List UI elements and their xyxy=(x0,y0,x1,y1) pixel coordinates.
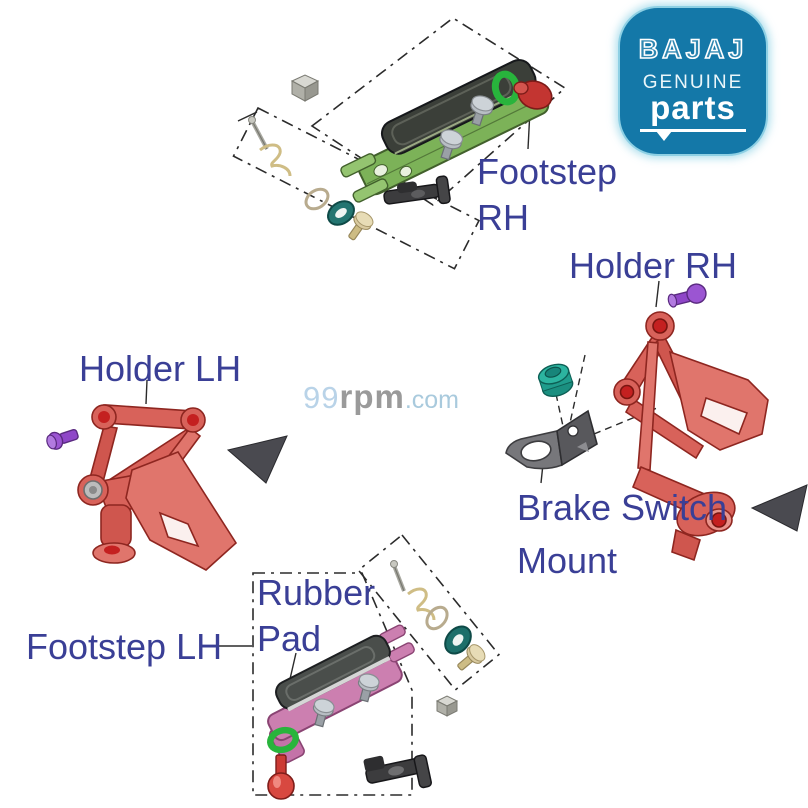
label-line: Footstep xyxy=(477,151,618,192)
label-line: Mount xyxy=(517,540,618,581)
gray-bolt xyxy=(439,129,464,161)
teal-oring xyxy=(327,200,355,226)
black-clip-top xyxy=(383,175,451,205)
footstep-rh-box xyxy=(310,17,567,207)
holder-rh-part xyxy=(613,311,769,562)
label-line: Brake Switch xyxy=(517,487,728,528)
green-oring-lh xyxy=(267,726,299,754)
logo-brand-text: BAJAJ xyxy=(638,33,748,65)
arrow-right-pointer xyxy=(750,484,808,532)
logo-arrow-icon xyxy=(656,130,672,141)
kit-parts-top-left xyxy=(248,116,374,241)
label-line: Holder LH xyxy=(79,348,242,389)
label-brake-switch-mount: Brake Switch Mount xyxy=(517,481,727,587)
washer-ring xyxy=(425,605,449,631)
red-bolt xyxy=(267,754,295,800)
label-line: RH xyxy=(477,197,529,238)
gray-bolt xyxy=(312,698,335,728)
arrow-left-pointer xyxy=(226,435,288,484)
gray-bolt xyxy=(357,673,380,703)
teal-oring xyxy=(444,625,472,655)
black-clip-bottom xyxy=(363,754,432,789)
cube-nut-top xyxy=(290,74,320,102)
label-footstep-lh: Footstep LH xyxy=(26,624,222,670)
kit-box-bottom-right xyxy=(357,533,501,692)
cube-nut-bottom xyxy=(435,695,459,717)
purple-bolt-lh xyxy=(46,428,79,450)
red-stopper xyxy=(513,80,553,110)
logo-underline xyxy=(640,128,746,141)
label-holder-lh: Holder LH xyxy=(79,346,241,392)
teal-plug-bolt xyxy=(537,363,574,398)
bajaj-genuine-parts-logo: BAJAJ GENUINE parts xyxy=(620,8,766,154)
clevis-pin xyxy=(390,560,406,592)
brake-switch-mount-part xyxy=(505,409,598,470)
gold-bolt xyxy=(348,211,374,241)
logo-parts-text: parts xyxy=(650,89,736,126)
logo-genuine-text: GENUINE xyxy=(642,72,744,93)
label-line: Holder RH xyxy=(569,245,738,286)
label-line: Footstep LH xyxy=(26,626,223,667)
spring-clip xyxy=(259,143,292,177)
washer-ring xyxy=(304,187,330,211)
label-footstep-rh: Footstep RH xyxy=(477,149,617,241)
watermark-dotcom: .com xyxy=(404,386,460,414)
label-line: Pad xyxy=(257,618,322,659)
label-holder-rh: Holder RH xyxy=(569,243,737,289)
kit-parts-bottom-right xyxy=(390,560,486,671)
watermark-99rpm: 99rpm.com xyxy=(303,378,459,416)
gold-bolt xyxy=(457,644,486,671)
purple-bolt-rh xyxy=(667,283,707,308)
label-rubber-pad: Rubber Pad xyxy=(257,570,375,662)
holder-lh-part xyxy=(77,404,238,571)
gray-bolt xyxy=(470,95,495,127)
clevis-pin xyxy=(248,116,269,150)
watermark-rpm: rpm xyxy=(339,378,405,415)
label-line: Rubber xyxy=(257,572,376,613)
footstep-lh-box xyxy=(252,572,413,796)
watermark-num: 99 xyxy=(303,380,340,415)
spring-clip xyxy=(407,587,436,621)
